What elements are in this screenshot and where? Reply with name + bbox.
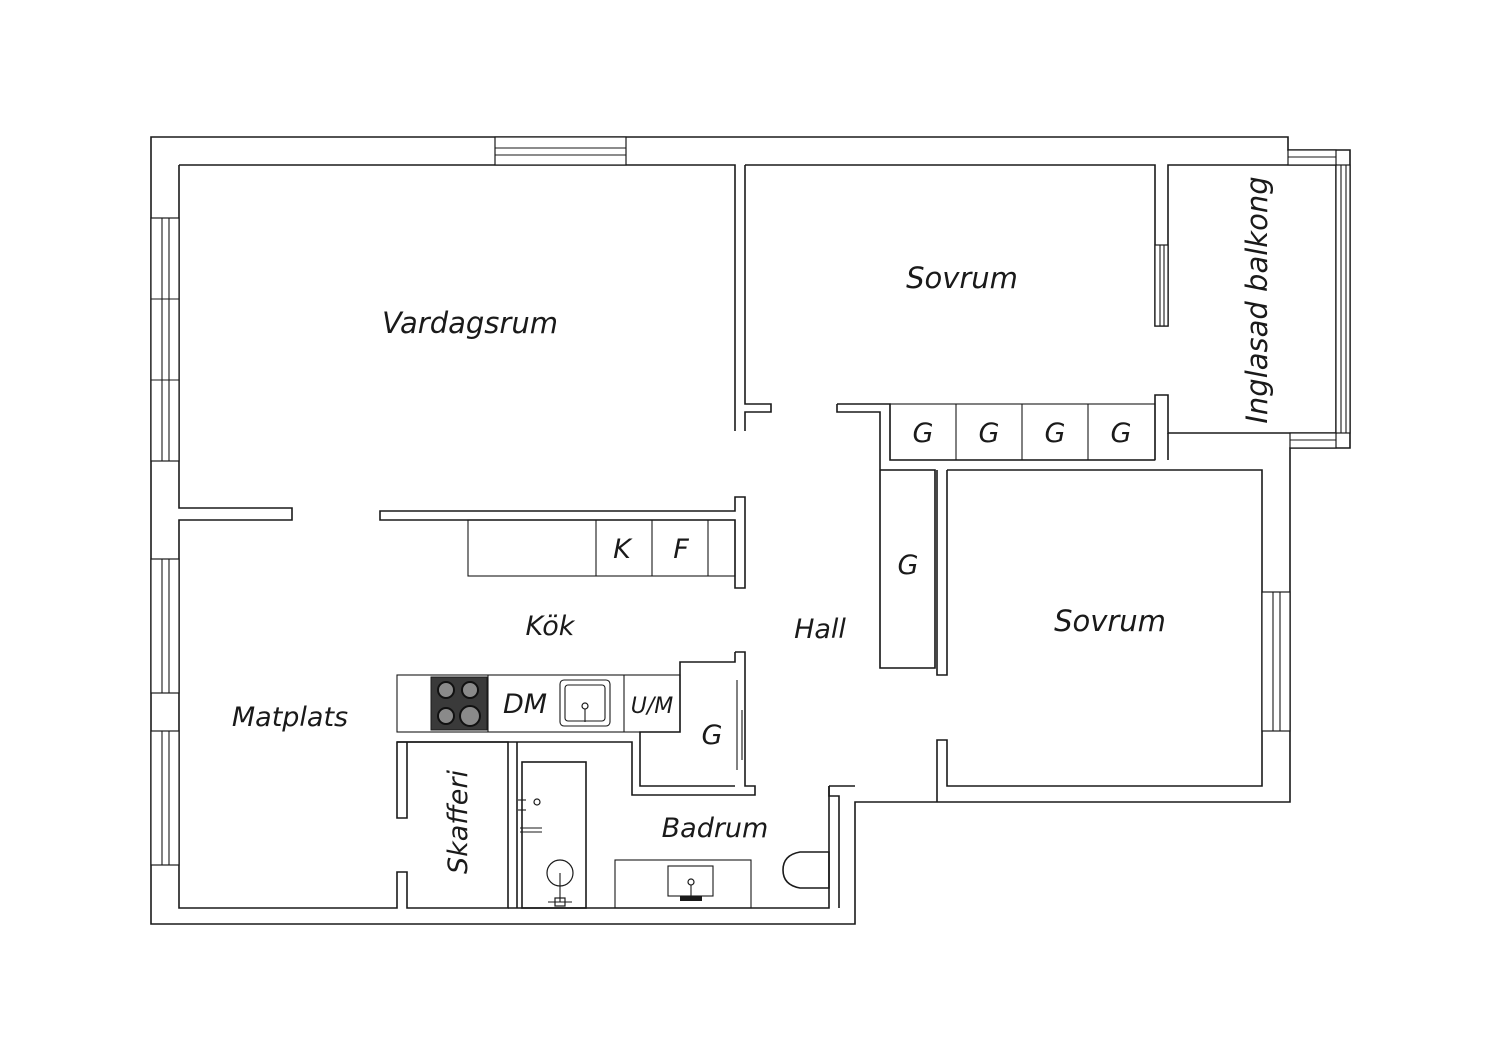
label-wardrobe-2: G — [979, 418, 1000, 449]
small-wardrobe — [736, 680, 743, 770]
label-vardagsrum: Vardagsrum — [382, 306, 558, 340]
kitchen-sink-icon — [559, 679, 611, 727]
label-oven-microwave: U/M — [631, 694, 674, 719]
window-left-upper — [150, 217, 180, 462]
label-badrum: Badrum — [662, 813, 769, 844]
bathtub-icon — [518, 761, 587, 909]
label-wardrobe-1: G — [913, 418, 934, 449]
fixture-labels: G G G G G G K F DM U/M — [503, 418, 1132, 751]
window-balcony-side — [1335, 164, 1351, 434]
window-left-middle — [150, 558, 180, 694]
windows — [150, 136, 1351, 866]
kitchen-lower-counter — [396, 674, 681, 733]
window-bedroom-to-balcony — [1154, 244, 1169, 327]
label-kok: Kök — [526, 611, 576, 642]
label-fridge: F — [673, 534, 689, 565]
window-left-lower — [150, 730, 180, 866]
window-balcony-bottom — [1289, 432, 1337, 449]
label-wardrobe-hall: G — [898, 550, 919, 581]
label-sovrum-right: Sovrum — [1054, 604, 1166, 638]
hall-wardrobe — [879, 469, 936, 669]
label-inglasad-balkong: Inglasad balkong — [1240, 176, 1274, 423]
bathroom-vanity — [614, 859, 752, 909]
label-skafferi: Skafferi — [443, 769, 474, 874]
kitchen-upper-counter — [467, 519, 736, 577]
label-wardrobe-4: G — [1111, 418, 1132, 449]
outer-wall-outline — [150, 136, 1351, 925]
label-wardrobe-small: G — [702, 720, 723, 751]
label-dishwasher: DM — [503, 689, 547, 720]
stove-icon — [430, 676, 488, 731]
wardrobes-row — [889, 403, 1156, 461]
shower-head-icon — [546, 859, 574, 907]
label-matplats: Matplats — [232, 702, 348, 733]
room-labels: Vardagsrum Sovrum Inglasad balkong Sovru… — [232, 176, 1274, 874]
window-right-bedroom — [1261, 591, 1291, 732]
label-sovrum-top: Sovrum — [906, 261, 1018, 295]
label-hall: Hall — [794, 614, 846, 645]
window-balcony-top — [1287, 149, 1337, 166]
toilet-icon — [782, 851, 830, 889]
label-wardrobe-3: G — [1045, 418, 1066, 449]
label-freezer: K — [613, 534, 633, 565]
window-top — [494, 136, 627, 166]
